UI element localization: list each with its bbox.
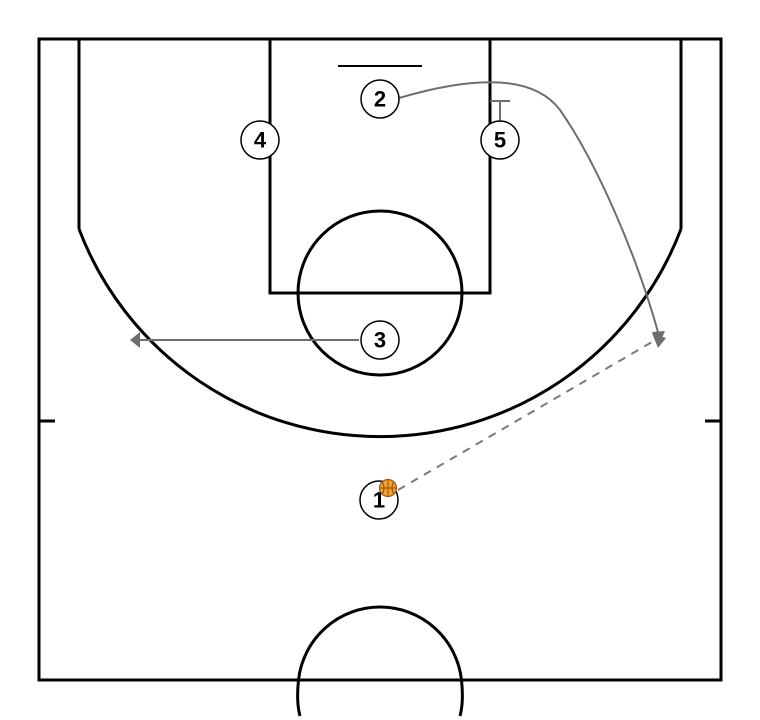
player-2-label: 2: [374, 87, 386, 112]
free-throw-circle: [296, 209, 464, 377]
player-5-label: 5: [494, 128, 506, 153]
basketball-icon: [379, 479, 397, 497]
pass-arrowhead: [652, 333, 666, 348]
player-2-circle: [360, 79, 400, 119]
player-3-circle: [360, 320, 400, 360]
player-3-label: 3: [374, 328, 386, 353]
player-5-circle: [480, 120, 520, 160]
player-5: 5: [480, 120, 520, 160]
player-4: 4: [240, 120, 280, 160]
three-point-arc: [77, 228, 683, 439]
player-4-label: 4: [254, 128, 267, 153]
player-2-cut-path: [398, 81, 659, 333]
center-circle: [296, 605, 464, 717]
paint-lane: [268, 37, 492, 295]
player-3: 3: [360, 320, 400, 360]
player-2: 2: [360, 79, 400, 119]
player-1-pass-line: [397, 341, 653, 491]
player-3-cut-arrowhead: [130, 332, 140, 348]
player-4-circle: [240, 120, 280, 160]
